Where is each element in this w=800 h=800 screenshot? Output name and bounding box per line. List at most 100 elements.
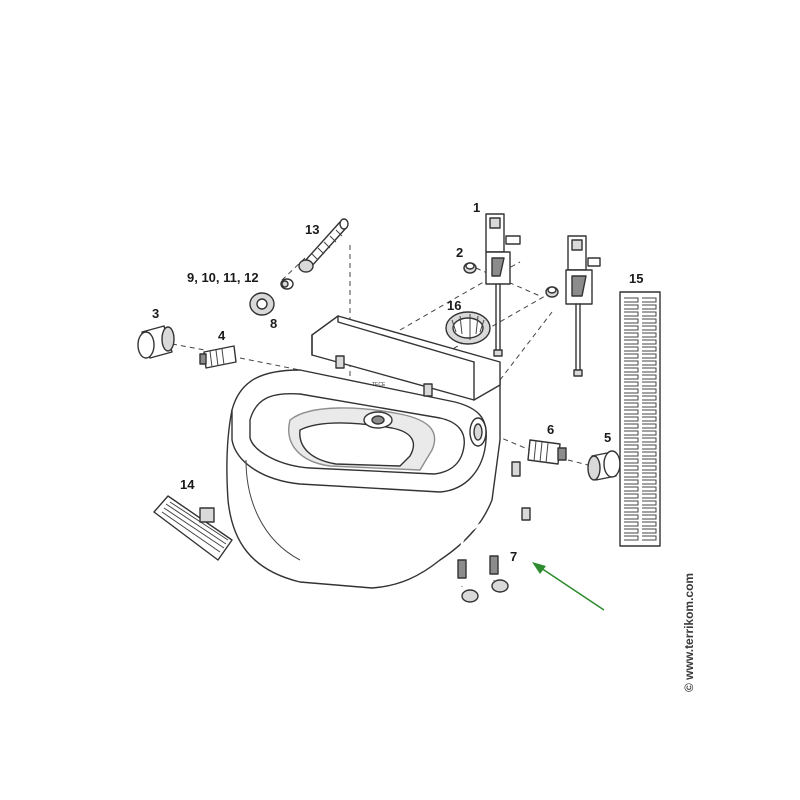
strip-segment	[642, 437, 657, 443]
toilet-bowl: TECE	[226, 315, 501, 589]
strip-segment	[642, 416, 657, 422]
strip-segment	[624, 297, 639, 303]
strip-segment	[642, 507, 657, 513]
part-labels: 1 2 3 4 5 6 7 8 9, 10, 11, 12 13 14 15 1…	[152, 200, 643, 564]
strip-segment	[624, 528, 639, 534]
strip-segment	[624, 465, 639, 471]
part-1-valve-assembly-second	[565, 235, 601, 377]
part-7-flexible-hoses	[457, 461, 531, 603]
strip-segment	[642, 304, 657, 310]
part-16-seal-ring	[445, 311, 491, 345]
strip-segment	[624, 479, 639, 485]
strip-segment	[642, 472, 657, 478]
strip-segment	[624, 535, 639, 541]
strip-segment	[642, 402, 657, 408]
strip-segment	[624, 395, 639, 401]
part-2-cap	[463, 262, 559, 298]
strip-segment	[624, 444, 639, 450]
strip-segment	[642, 486, 657, 492]
watermark: © www.terrikom.com	[682, 573, 696, 692]
strip-segment	[642, 367, 657, 373]
strip-segment	[642, 444, 657, 450]
strip-segment	[624, 409, 639, 415]
part-8-washer	[249, 292, 275, 316]
strip-segment	[624, 360, 639, 366]
strip-segment	[624, 437, 639, 443]
strip-segment	[624, 318, 639, 324]
strip-segment	[642, 465, 657, 471]
part-6-cartridge	[527, 439, 567, 465]
strip-segment	[642, 374, 657, 380]
part-label-2: 2	[456, 245, 463, 260]
strip-segment	[624, 486, 639, 492]
strip-segment	[624, 388, 639, 394]
strip-segment	[642, 430, 657, 436]
strip-segment	[624, 500, 639, 506]
strip-segment	[624, 430, 639, 436]
strip-segment	[624, 367, 639, 373]
part-label-6: 6	[547, 422, 554, 437]
strip-segment	[624, 423, 639, 429]
strip-segment	[642, 325, 657, 331]
strip-segment	[642, 388, 657, 394]
part-label-5: 5	[604, 430, 611, 445]
strip-segment	[624, 402, 639, 408]
svg-text:TECE: TECE	[372, 382, 386, 388]
highlight-arrow	[532, 562, 605, 611]
part-label-15: 15	[629, 271, 643, 286]
strip-segment	[624, 374, 639, 380]
part-14-grille-cover	[153, 495, 233, 561]
part-label-3: 3	[152, 306, 159, 321]
strip-segment	[642, 528, 657, 534]
strip-segment	[624, 416, 639, 422]
strip-segment	[642, 458, 657, 464]
strip-segment	[642, 353, 657, 359]
strip-segment	[624, 311, 639, 317]
strip-segment	[624, 507, 639, 513]
strip-segment	[642, 479, 657, 485]
part-3-knob	[137, 325, 175, 359]
part-1-valve-assembly	[485, 213, 521, 357]
strip-segment	[642, 332, 657, 338]
part-13-hose-connector	[298, 218, 349, 273]
strip-segment	[642, 493, 657, 499]
part-label-8: 8	[270, 316, 277, 331]
strip-segment	[624, 325, 639, 331]
part-label-7: 7	[510, 549, 517, 564]
strip-segment	[642, 360, 657, 366]
strip-segment	[624, 493, 639, 499]
strip-segment	[624, 458, 639, 464]
strip-segment	[642, 318, 657, 324]
part-9-12-fittings	[280, 278, 294, 290]
strip-segment	[642, 395, 657, 401]
part-5-knob	[587, 450, 621, 481]
strip-segment	[642, 339, 657, 345]
strip-segment	[642, 297, 657, 303]
strip-segment	[642, 535, 657, 541]
part-label-16: 16	[447, 298, 461, 313]
part-label-1: 1	[473, 200, 480, 215]
strip-segment	[642, 514, 657, 520]
part-4-cartridge	[199, 345, 237, 369]
strip-segment	[642, 346, 657, 352]
part-label-13: 13	[305, 222, 319, 237]
strip-segment	[624, 339, 639, 345]
strip-segment	[642, 451, 657, 457]
strip-segment	[624, 346, 639, 352]
strip-segment	[624, 521, 639, 527]
strip-segment	[624, 514, 639, 520]
part-label-4: 4	[218, 328, 226, 343]
strip-segment	[624, 304, 639, 310]
strip-segment	[642, 423, 657, 429]
part-15-strip	[619, 291, 661, 547]
strip-segment	[642, 409, 657, 415]
strip-segment	[624, 451, 639, 457]
part-label-14: 14	[180, 477, 195, 492]
strip-segment	[624, 472, 639, 478]
strip-segment	[642, 521, 657, 527]
strip-segment	[624, 381, 639, 387]
strip-segment	[642, 311, 657, 317]
strip-segment	[642, 381, 657, 387]
part-label-9-12: 9, 10, 11, 12	[187, 270, 259, 285]
